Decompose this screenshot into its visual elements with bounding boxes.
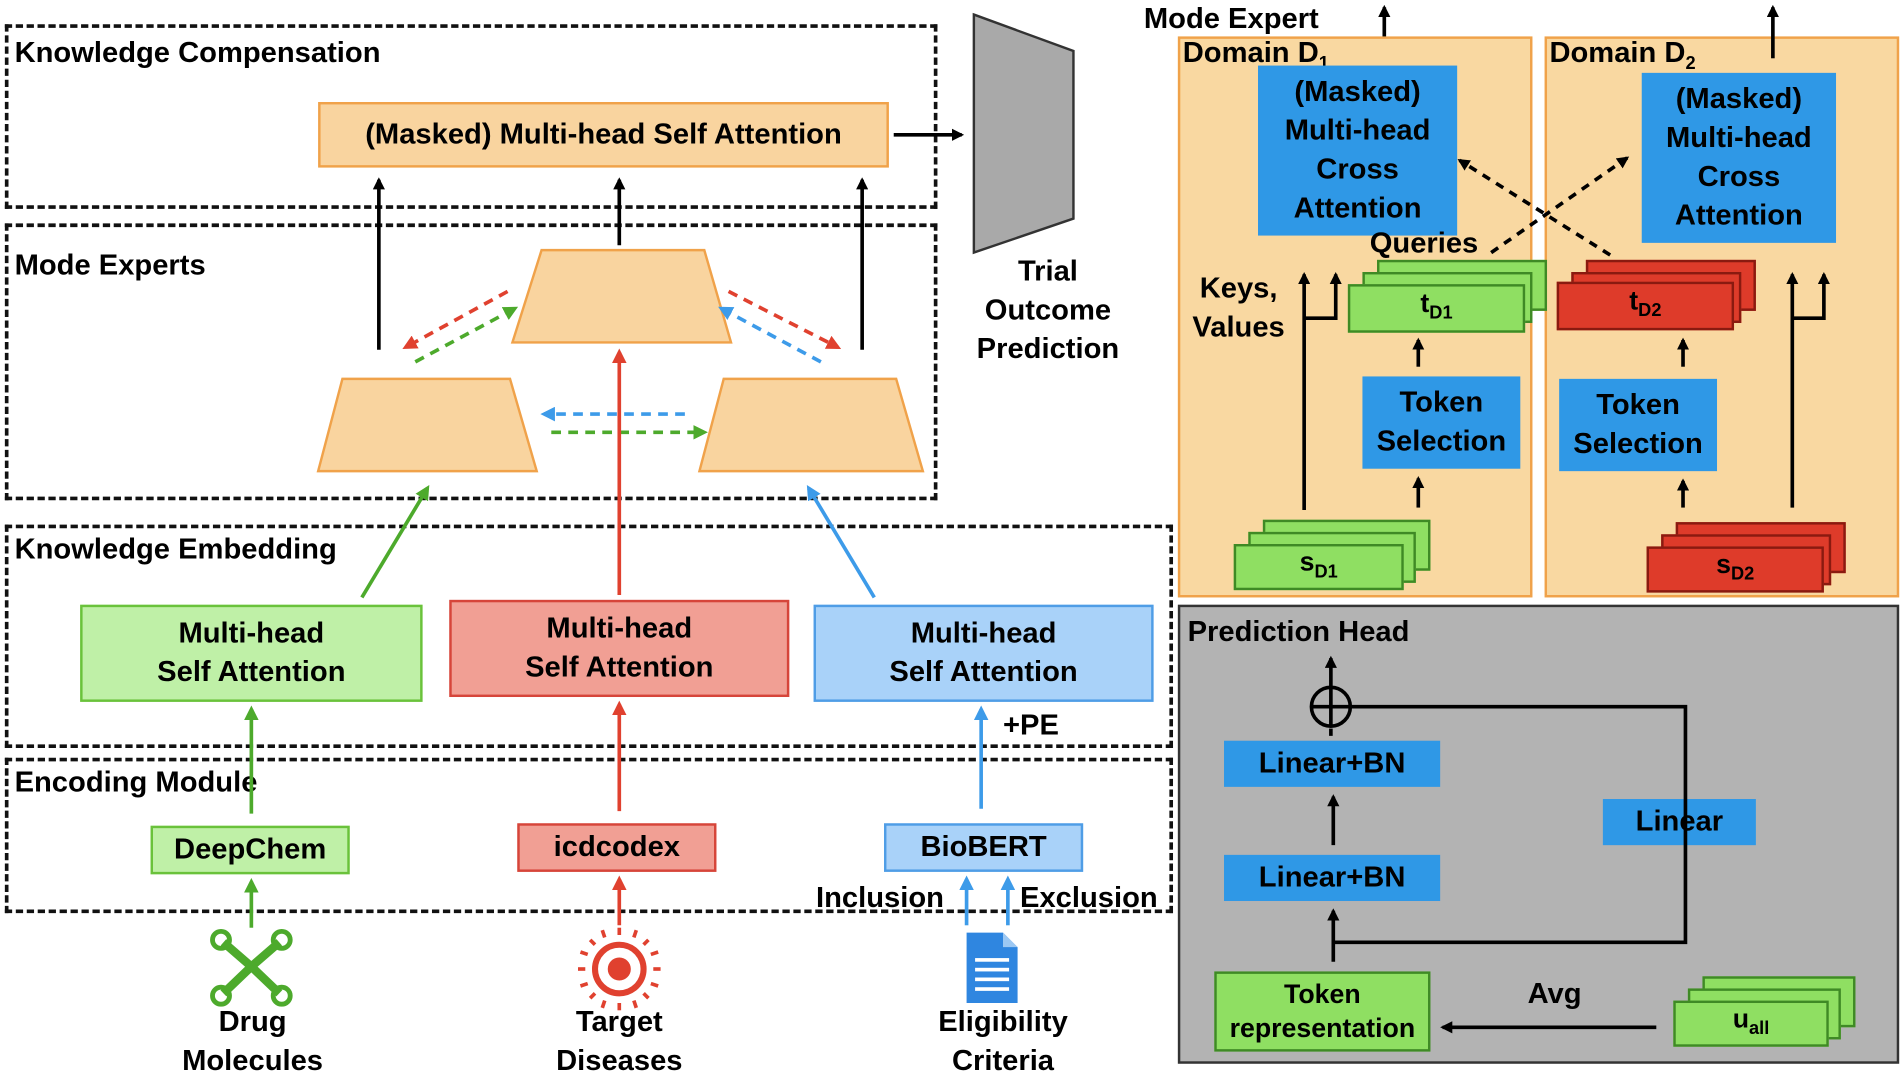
domain-2-cross-attention-box: (Masked) Multi-head Cross Attention [1641, 72, 1837, 243]
exclusion-label: Exclusion [1020, 881, 1158, 915]
prediction-head-shape-label: Prediction Head [994, 86, 1062, 230]
masked-self-attention-label: (Masked) Multi-head Self Attention [365, 117, 842, 151]
mode-experts-section [4, 223, 938, 501]
knowledge-compensation-section [4, 24, 938, 209]
prediction-head-title: Prediction Head [1187, 615, 1410, 649]
domain-1-title: Domain D1 [1182, 36, 1329, 74]
linear-bn-top-box: Linear+BN [1224, 740, 1441, 787]
t-d2-token-stack: tD2 [1556, 281, 1735, 331]
document-icon [966, 932, 1018, 1004]
domain-2-title: Domain D2 [1549, 36, 1696, 74]
mode-experts-title: Mode Experts [14, 248, 206, 282]
t-d1-token-stack: tD1 [1347, 284, 1526, 333]
trial-outcome-caption: Trial Outcome Prediction [976, 255, 1120, 366]
u-all-token-stack: uall [1673, 1000, 1829, 1047]
icdcodex-box: icdcodex [517, 823, 717, 872]
knowledge-compensation-title: Knowledge Compensation [14, 36, 381, 70]
s-d2-token-stack: sD2 [1646, 546, 1824, 593]
encoding-module-title: Encoding Module [14, 766, 258, 800]
encoding-module-section [4, 757, 1174, 914]
linear-bn-bottom-box: Linear+BN [1224, 854, 1441, 902]
s-d1-token-stack: sD1 [1233, 544, 1404, 591]
linear-box: Linear [1602, 799, 1756, 846]
keys-values-label: Keys, Values [1192, 272, 1285, 344]
domain-1-cross-attention-box: (Masked) Multi-head Cross Attention [1258, 65, 1458, 236]
masked-self-attention-box: (Masked) Multi-head Self Attention [318, 102, 889, 168]
virus-icon [578, 927, 661, 1011]
positional-encoding-label: +PE [1003, 709, 1059, 742]
inclusion-label: Inclusion [816, 881, 944, 915]
mode-expert-title: Mode Expert [1143, 2, 1319, 36]
avg-label: Avg [1527, 977, 1582, 1011]
knowledge-embedding-title: Knowledge Embedding [14, 533, 337, 566]
molecule-icon [210, 928, 293, 1007]
deepchem-box: DeepChem [150, 825, 350, 875]
queries-label: Queries [1369, 227, 1479, 260]
biobert-box: BioBERT [884, 823, 1084, 872]
knowledge-embedding-section [4, 524, 1174, 749]
